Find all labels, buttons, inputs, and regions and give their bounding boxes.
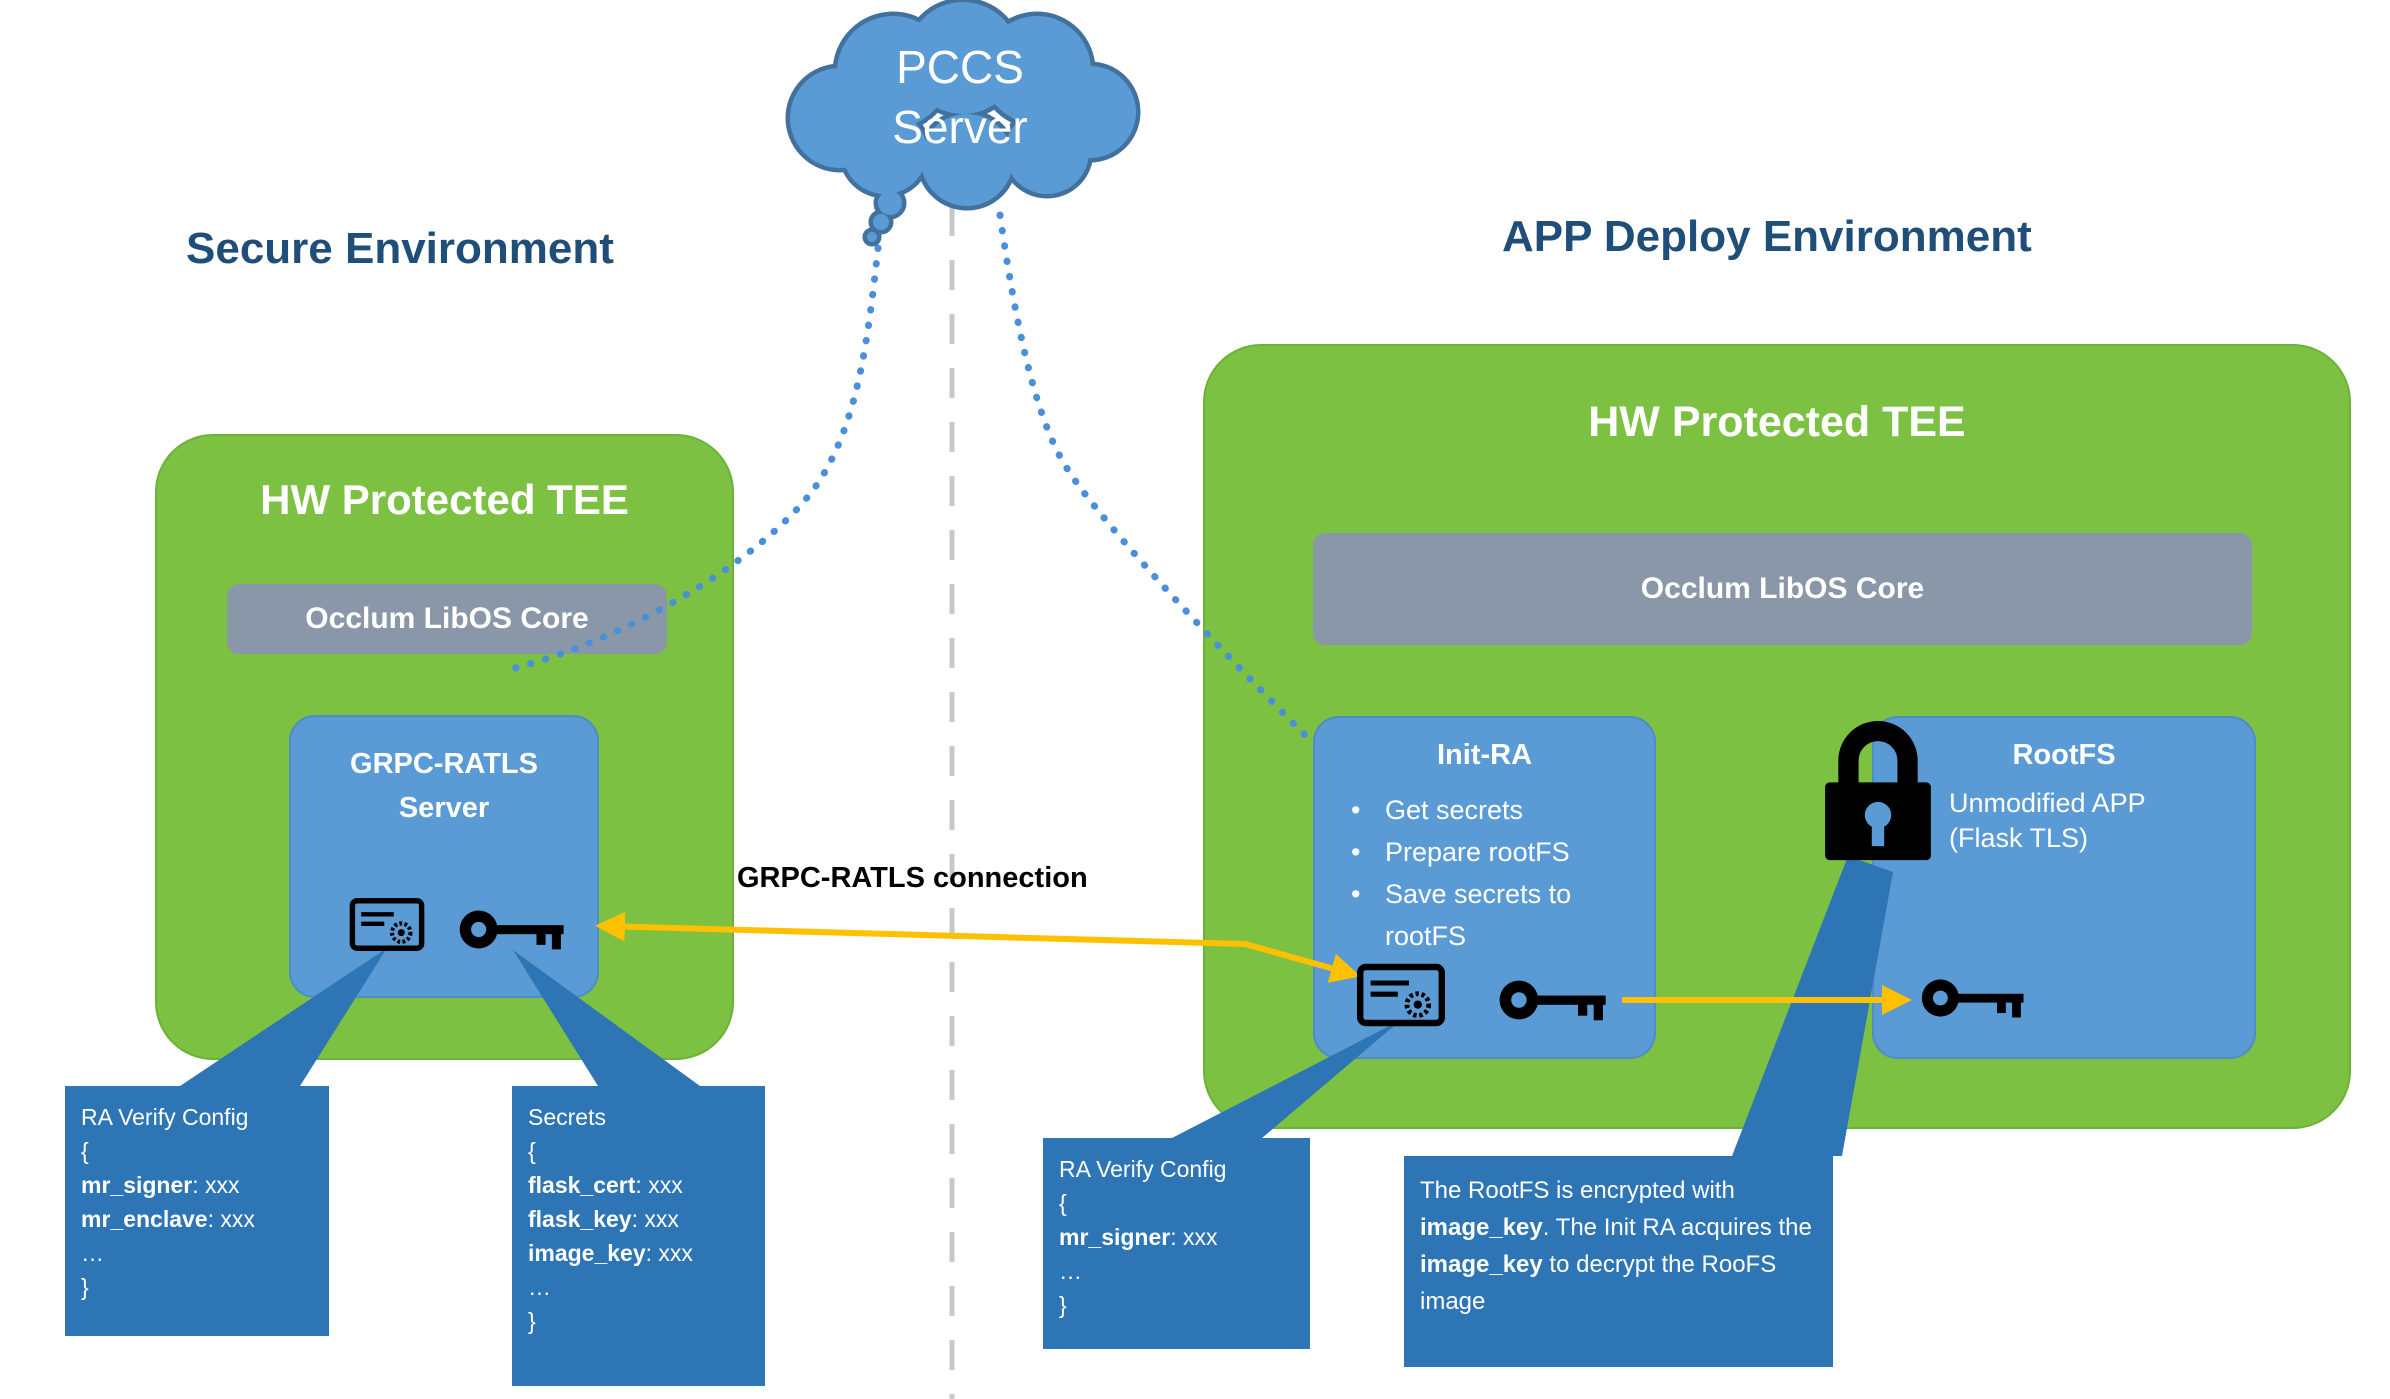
grpc-ratls-connection-label: GRPC-RATLS connection [737,862,1088,894]
bullet-marker: • [1351,795,1361,825]
secure-tee-box: HW Protected TEE Occlum LibOS Core GRPC-… [155,434,734,1060]
config-field: mr_signer: xxx [1059,1224,1218,1250]
grpc-ratls-server-title-line2: Server [398,792,490,824]
ellipsis: … [528,1274,551,1300]
init-ra-bullet-list: • Get secrets • Prepare rootFS • Save se… [1351,790,1641,957]
app-deploy-environment-heading: APP Deploy Environment [1502,212,2032,261]
occlum-libos-core-right-label: Occlum LibOS Core [1640,572,1925,605]
open-brace: { [81,1138,89,1164]
secrets-callout: Secrets { flask_cert: xxx flask_key: xxx… [512,1086,765,1386]
key-icon [458,906,568,953]
config-field: flask_key: xxx [528,1206,679,1232]
rootfs-subtitle: Unmodified APP (Flask TLS) [1949,788,2146,854]
deploy-tee-title: HW Protected TEE [1588,398,1966,446]
occlum-libos-core-left: Occlum LibOS Core [227,584,667,654]
config-field: mr_signer: xxx [81,1172,240,1198]
open-brace: { [1059,1190,1067,1216]
close-brace: } [81,1274,89,1300]
ellipsis: … [1059,1258,1082,1284]
key-icon [1920,975,2028,1021]
callout-title: Secrets [528,1104,606,1130]
key-icon [1498,976,1610,1024]
padlock-icon [1808,698,1948,873]
certificate-icon [1356,963,1446,1027]
secure-tee-title: HW Protected TEE [260,476,629,523]
callout-title: RA Verify Config [81,1104,249,1130]
config-field: flask_cert: xxx [528,1172,683,1198]
config-field: image_key: xxx [528,1240,693,1266]
occlum-libos-core-left-label: Occlum LibOS Core [305,602,589,635]
init-ra-bullet-3: • Save secrets to rootFS [1351,874,1641,958]
init-ra-title: Init-RA [1436,739,1533,771]
init-ra-bullet-2: • Prepare rootFS [1351,832,1641,874]
pccs-server-label: PCCS Server [892,41,1028,153]
close-brace: } [1059,1292,1067,1318]
callout-title: RA Verify Config [1059,1156,1227,1182]
rootfs-encryption-note: The RootFS is encrypted with image_key. … [1404,1156,1833,1367]
grpc-ratls-server-box: GRPC-RATLS Server [289,715,599,998]
init-ra-bullet-1: • Get secrets [1351,790,1641,832]
ra-verify-config-left-callout: RA Verify Config { mr_signer: xxx mr_enc… [65,1086,329,1336]
rootfs-title: RootFS [2012,739,2116,771]
certificate-icon [349,897,425,952]
grpc-ratls-server-title-line1: GRPC-RATLS [350,748,538,780]
bullet-marker: • [1351,878,1361,909]
ellipsis: … [81,1240,104,1266]
config-field: mr_enclave: xxx [81,1206,255,1232]
open-brace: { [528,1138,536,1164]
bullet-marker: • [1351,836,1361,867]
ra-verify-config-right-callout: RA Verify Config { mr_signer: xxx … } [1043,1138,1310,1349]
occlum-libos-core-right: Occlum LibOS Core [1313,533,2252,645]
deploy-tee-box: HW Protected TEE Occlum LibOS Core Init-… [1203,344,2351,1129]
close-brace: } [528,1308,536,1334]
secure-environment-heading: Secure Environment [186,224,614,273]
